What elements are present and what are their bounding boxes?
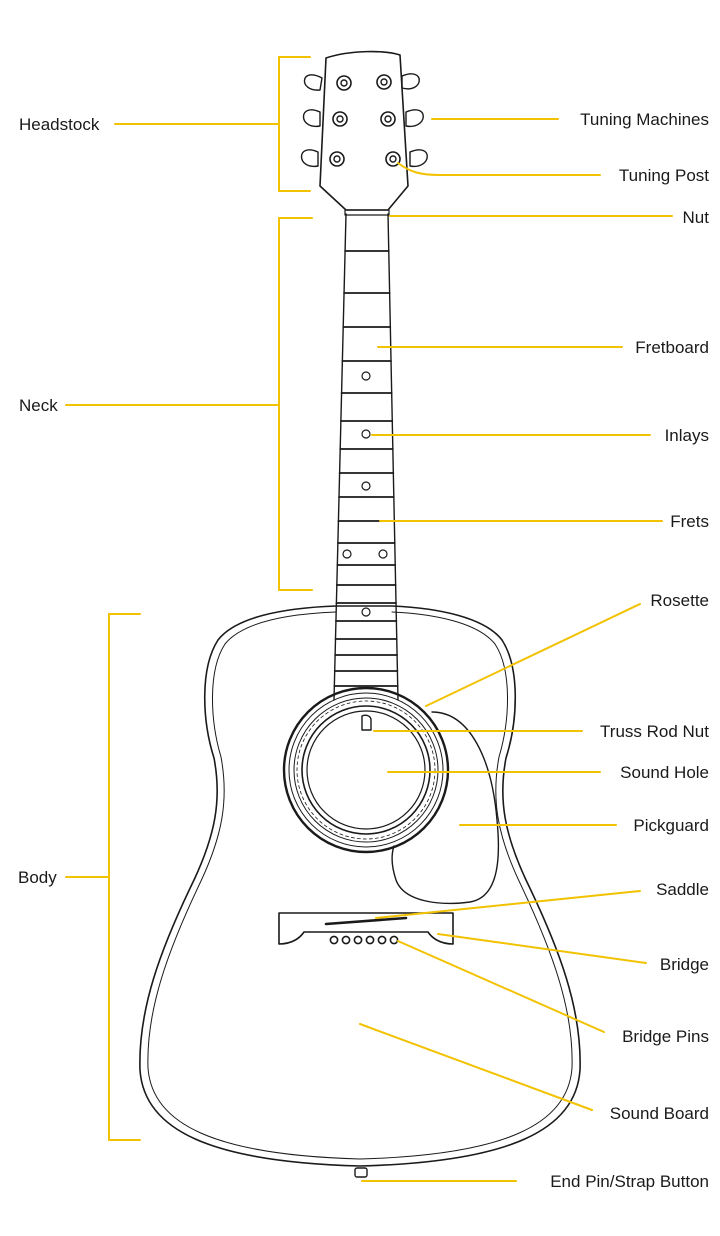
bridge-pins [329, 935, 399, 945]
truss-rod-nut [361, 714, 372, 731]
bridge-pin-5 [377, 935, 387, 945]
inlay-dot-4 [342, 549, 352, 559]
tuner-left-1 [303, 74, 352, 91]
bracket-body [108, 613, 141, 1141]
leader-rosette [425, 603, 641, 707]
part-labels: Tuning Machines Tuning Post Nut Fretboar… [550, 110, 709, 1191]
inlay-dot-3 [361, 481, 371, 491]
guitar-body [139, 605, 581, 1167]
label-rosette: Rosette [650, 591, 709, 610]
end-pin [354, 1167, 368, 1178]
leader-sound-board [359, 1023, 593, 1111]
label-inlays: Inlays [665, 426, 709, 445]
tuner-right-2 [380, 109, 424, 127]
saddle [324, 916, 408, 926]
leader-bridge-pins [397, 940, 605, 1033]
tuner-left-2 [303, 109, 348, 127]
label-truss-rod-nut: Truss Rod Nut [600, 722, 709, 741]
label-pickguard: Pickguard [633, 816, 709, 835]
tuner-left-3 [301, 149, 345, 167]
label-sound-hole: Sound Hole [620, 763, 709, 782]
bridge-pin-3 [353, 935, 363, 945]
inlay-dot-2 [361, 429, 371, 439]
bridge-pin-1 [329, 935, 339, 945]
leader-saddle [375, 890, 641, 919]
leader-bridge [437, 933, 647, 964]
bridge-pin-6 [389, 935, 399, 945]
bridge [278, 912, 454, 945]
label-tuning-machines: Tuning Machines [580, 110, 709, 129]
label-bridge: Bridge [660, 955, 709, 974]
rosette [282, 686, 450, 854]
bracket-neck [278, 217, 313, 591]
bridge-pin-2 [341, 935, 351, 945]
group-brackets [65, 56, 313, 1141]
label-frets: Frets [670, 512, 709, 531]
neck [333, 213, 399, 701]
label-sound-board: Sound Board [610, 1104, 709, 1123]
label-fretboard: Fretboard [635, 338, 709, 357]
group-labels: Headstock Neck Body [18, 115, 100, 887]
inlay-dot-6 [361, 607, 371, 617]
inlay-dot-1 [361, 371, 371, 381]
pickguard [391, 711, 500, 905]
label-nut: Nut [683, 208, 710, 227]
label-end-pin: End Pin/Strap Button [550, 1172, 709, 1191]
bridge-pin-4 [365, 935, 375, 945]
body-binding [147, 611, 573, 1160]
inlays [342, 371, 388, 617]
label-bridge-pins: Bridge Pins [622, 1027, 709, 1046]
leader-tuning-post [397, 162, 601, 176]
sound-hole [306, 710, 426, 830]
tuning-machines [301, 73, 428, 167]
tuner-right-3 [385, 149, 428, 167]
label-saddle: Saddle [656, 880, 709, 899]
part-leaders [359, 118, 673, 1182]
label-headstock: Headstock [19, 115, 100, 134]
guitar-illustration [139, 50, 581, 1178]
label-tuning-post: Tuning Post [619, 166, 709, 185]
label-body: Body [18, 868, 57, 887]
headstock [319, 50, 409, 211]
inlay-dot-5 [378, 549, 388, 559]
label-neck: Neck [19, 396, 58, 415]
frets [333, 250, 399, 687]
tuner-right-1 [376, 73, 420, 90]
